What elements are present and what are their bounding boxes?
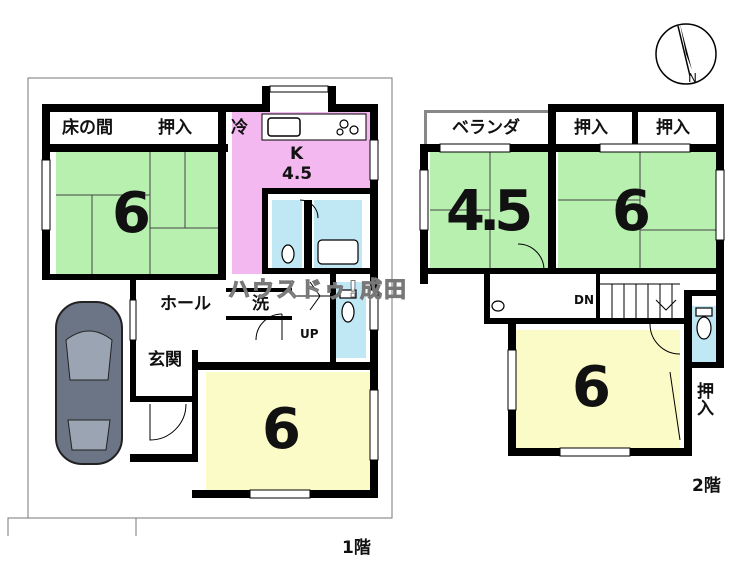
doors-1f	[149, 199, 330, 441]
room-size-label-1f: 6	[262, 397, 301, 462]
washer-label: 洗	[252, 294, 269, 314]
up-label: UP	[300, 327, 319, 341]
floor1-label: 1階	[342, 538, 371, 558]
room-a-size-label: 4.5	[446, 179, 533, 244]
hall-label: ホール	[160, 294, 211, 314]
dn-label: DN	[574, 293, 595, 307]
stairs-2f	[600, 283, 680, 318]
tatami-lines-2f	[430, 152, 718, 270]
entrance-label: 玄関	[148, 350, 182, 370]
fixtures-2f	[491, 300, 713, 340]
fixtures-1f	[281, 239, 359, 323]
veranda-label: ベランダ	[452, 118, 520, 138]
floor2-label: 2階	[692, 476, 721, 496]
tokonoma-label: 床の間	[62, 118, 113, 138]
tatami-lines-1f	[56, 152, 218, 274]
car-icon	[55, 301, 123, 465]
fridge-label: 冷	[231, 118, 248, 138]
room-c-size-label: 6	[572, 355, 611, 420]
floor1-fills	[56, 112, 374, 492]
closet-c-label: 押入	[693, 382, 713, 416]
doors-2f	[517, 243, 681, 441]
kitchen-label: K	[290, 144, 304, 164]
lot-outline	[7, 77, 393, 536]
compass-north-label: N	[688, 71, 697, 85]
closet-a-label: 押入	[574, 118, 608, 138]
windows-1f	[41, 85, 379, 499]
windows-2f	[419, 143, 725, 457]
room-b-size-label: 6	[612, 179, 651, 244]
kitchen-counter	[261, 113, 367, 141]
compass-icon	[655, 23, 717, 85]
closet-b-label: 押入	[656, 118, 690, 138]
washitsu-size-label: 6	[112, 181, 151, 246]
closet-label-1f: 押入	[158, 118, 192, 138]
kitchen-size-label: 4.5	[282, 164, 313, 184]
watermark-text: ハウスドゥ!成田	[227, 278, 409, 304]
